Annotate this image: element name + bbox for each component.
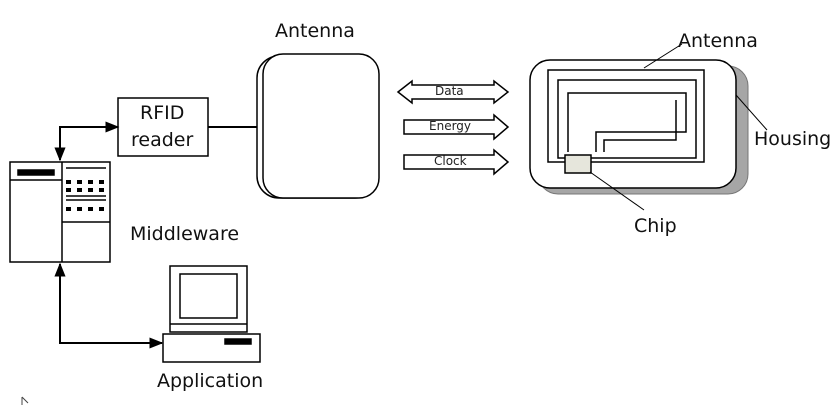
data-arrow-label: Data (435, 84, 464, 98)
clock-arrow (403, 148, 510, 176)
rfid-reader-box (117, 97, 209, 157)
energy-arrow-label: Energy (429, 119, 472, 133)
tag-antenna-label: Antenna (678, 30, 758, 52)
chip-callout (589, 171, 645, 211)
middleware-label: Middleware (130, 223, 240, 245)
application-label: Application (157, 370, 264, 392)
reader-antenna-shape (256, 53, 380, 199)
rfid-reader-label-line2: reader (131, 129, 194, 151)
tag-antenna-callout (643, 43, 683, 69)
reader-middleware-connector (54, 121, 120, 162)
data-arrow (396, 79, 510, 105)
clock-arrow-label: Clock (434, 154, 467, 168)
cursor-icon (21, 396, 29, 405)
chip-label: Chip (634, 215, 677, 237)
tag-antenna-coil (567, 92, 687, 152)
middleware-server-icon (9, 161, 111, 263)
middleware-application-connector (54, 262, 164, 349)
tag-coil-outer (547, 69, 705, 163)
energy-arrow (403, 113, 510, 141)
housing-label: Housing (754, 128, 830, 150)
housing-callout (735, 94, 768, 131)
application-computer-icon (162, 265, 261, 363)
rfid-reader-label-line1: RFID (140, 102, 185, 124)
reader-antenna-label: Antenna (275, 20, 355, 42)
tag-chip (564, 154, 592, 174)
tag-coil-middle (557, 79, 697, 159)
